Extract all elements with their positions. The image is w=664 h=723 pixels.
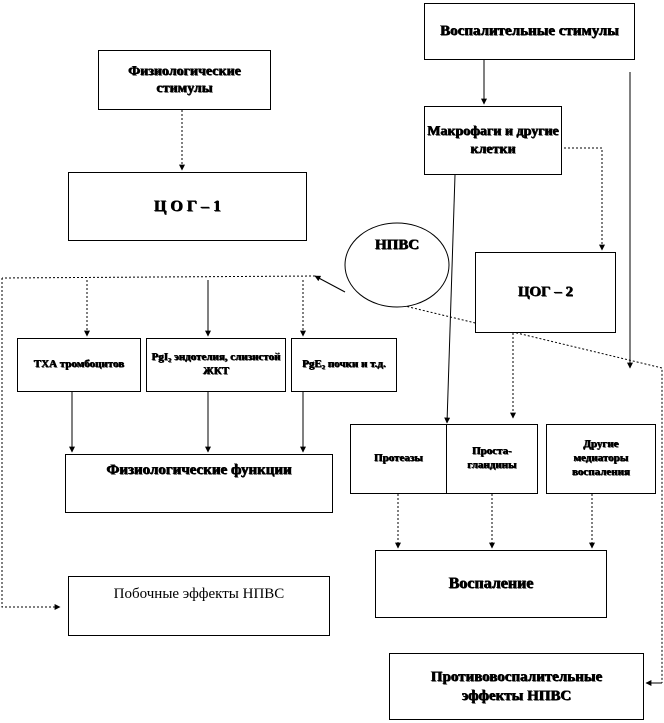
cox2-box: ЦОГ – 2 — [475, 252, 616, 333]
pgi-box: PgI₂ эндотелия, слизистой ЖКТ — [146, 338, 286, 392]
inflammatory-stimuli-box: Воспалительные стимулы — [424, 3, 635, 60]
inflammation-box: Воспаление — [375, 550, 607, 618]
prostaglandins-box: Проста-гландины — [446, 424, 538, 494]
arrow-nsaid-left — [314, 275, 346, 293]
cox1-box: Ц О Г – 1 — [68, 172, 307, 241]
physiological-functions-box: Физиологические функции — [65, 454, 333, 513]
proteases-box: Протеазы — [350, 424, 447, 494]
side-effects-box: Побочные эффекты НПВС — [68, 576, 330, 636]
pge2-label: PgE₂ почки и т.д. — [302, 358, 386, 371]
side-effects-line — [1, 278, 61, 610]
nsaid-ellipse — [344, 222, 450, 308]
cox1-label: Ц О Г – 1 — [153, 197, 222, 215]
macrophages-box: Макрофаги и другие клетки — [424, 106, 562, 175]
nsaid-line-right — [379, 299, 663, 683]
nsaid-left-bar — [1, 275, 316, 279]
pge2-box: PgE₂ почки и т.д. — [291, 338, 397, 392]
nsaid-label: НПВС — [374, 237, 420, 253]
physiological-stimuli-label: Физиологические стимулы — [128, 63, 241, 97]
physiological-stimuli-box: Физиологические стимулы — [98, 50, 271, 110]
arrow-macro-to-cox2 — [560, 147, 605, 251]
txa-label: ТХА тромбоцитов — [33, 358, 125, 371]
cox2-label: ЦОГ – 2 — [517, 284, 574, 301]
inflammation-label: Воспаление — [448, 575, 534, 592]
anti-inflammatory-label: Противовоспалительные эффекты НПВС — [430, 668, 603, 704]
txa-box: ТХА тромбоцитов — [17, 338, 141, 392]
proteases-label: Протеазы — [374, 452, 423, 465]
other-mediators-label: Другие медиаторы воспаления — [572, 438, 630, 478]
macrophages-label: Макрофаги и другие клетки — [427, 124, 559, 157]
prostaglandins-label: Проста-гландины — [467, 445, 517, 471]
arrow-macro-to-proteases — [444, 174, 456, 424]
pgi-label: PgI₂ эндотелия, слизистой ЖКТ — [151, 351, 281, 377]
physiological-functions-label: Физиологические функции — [106, 462, 292, 478]
anti-inflammatory-box: Противовоспалительные эффекты НПВС — [389, 653, 644, 720]
side-effects-label: Побочные эффекты НПВС — [113, 586, 285, 602]
other-mediators-box: Другие медиаторы воспаления — [546, 424, 656, 494]
inflammatory-stimuli-label: Воспалительные стимулы — [440, 23, 619, 40]
